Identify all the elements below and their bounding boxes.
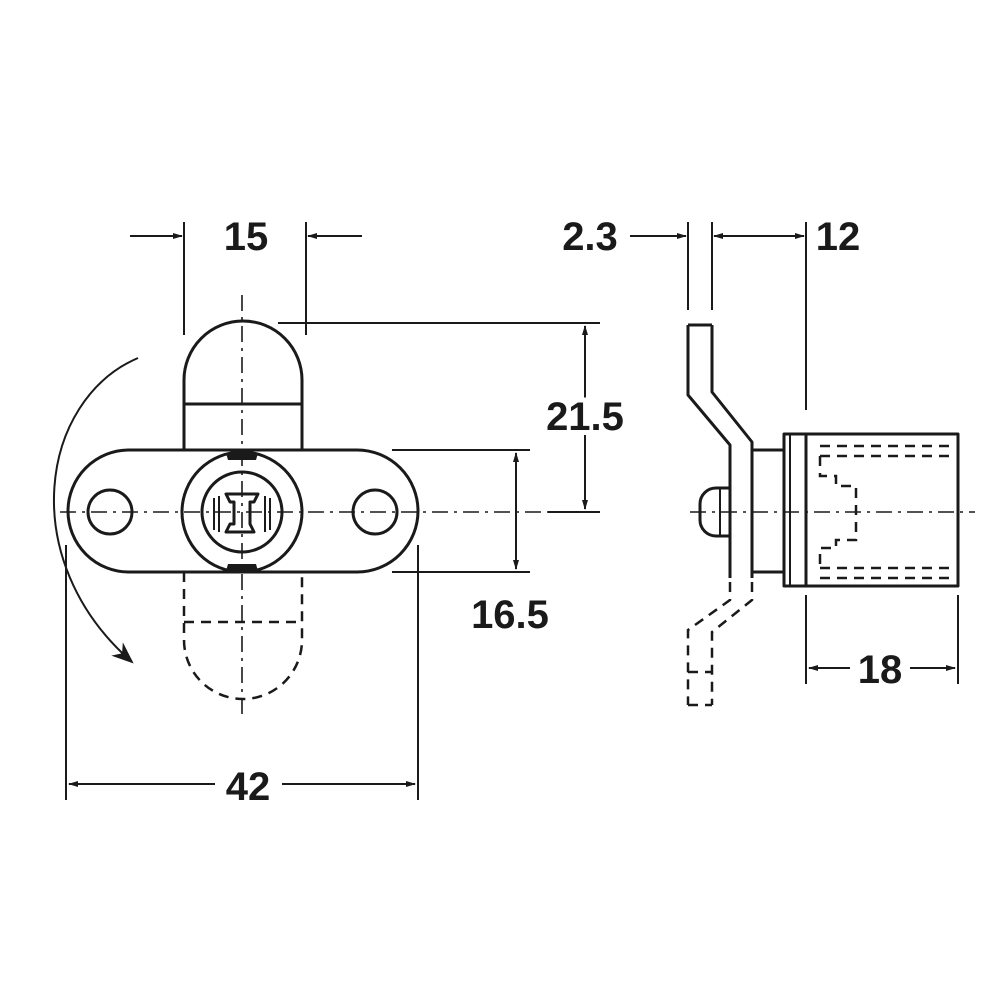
- mounting-flange: [66, 448, 420, 574]
- dimension-label-16-5: 16.5: [471, 593, 549, 637]
- dimension-label-2-3: 2.3: [562, 215, 618, 259]
- cam-tongue-down-dashed: [182, 572, 304, 701]
- cylinder-notch-bottom: [226, 564, 258, 571]
- lock-cylinder-inner: [200, 470, 284, 554]
- cam-tongue-up: [182, 319, 304, 450]
- lock-cylinder-outer: [180, 450, 304, 574]
- screw-hole-right: [351, 488, 399, 536]
- side-view-dimensions: 2.3 12 18: [562, 215, 959, 692]
- collar-side: [750, 448, 786, 574]
- front-view-dimensions: 15 21.5 16.5 42: [65, 215, 629, 809]
- cam-plate-side-dashed: [686, 582, 754, 707]
- dimension-label-21-5: 21.5: [546, 395, 624, 439]
- dimension-label-18: 18: [858, 648, 903, 692]
- cam-plate-side: [686, 323, 754, 578]
- flange-side: [782, 432, 808, 588]
- dimension-label-15: 15: [224, 215, 269, 259]
- cylinder-body-side: [804, 432, 960, 588]
- cylinder-notch-top: [226, 453, 258, 460]
- rotation-arrow: [53, 357, 139, 664]
- dimension-label-12: 12: [816, 215, 861, 259]
- screw-hole-left: [86, 488, 134, 536]
- keyway: [224, 492, 260, 534]
- dimension-label-42: 42: [226, 765, 271, 809]
- side-view: [686, 323, 975, 707]
- hidden-core-profile: [818, 456, 858, 568]
- front-view: [53, 295, 590, 720]
- screw-head-side: [698, 486, 730, 538]
